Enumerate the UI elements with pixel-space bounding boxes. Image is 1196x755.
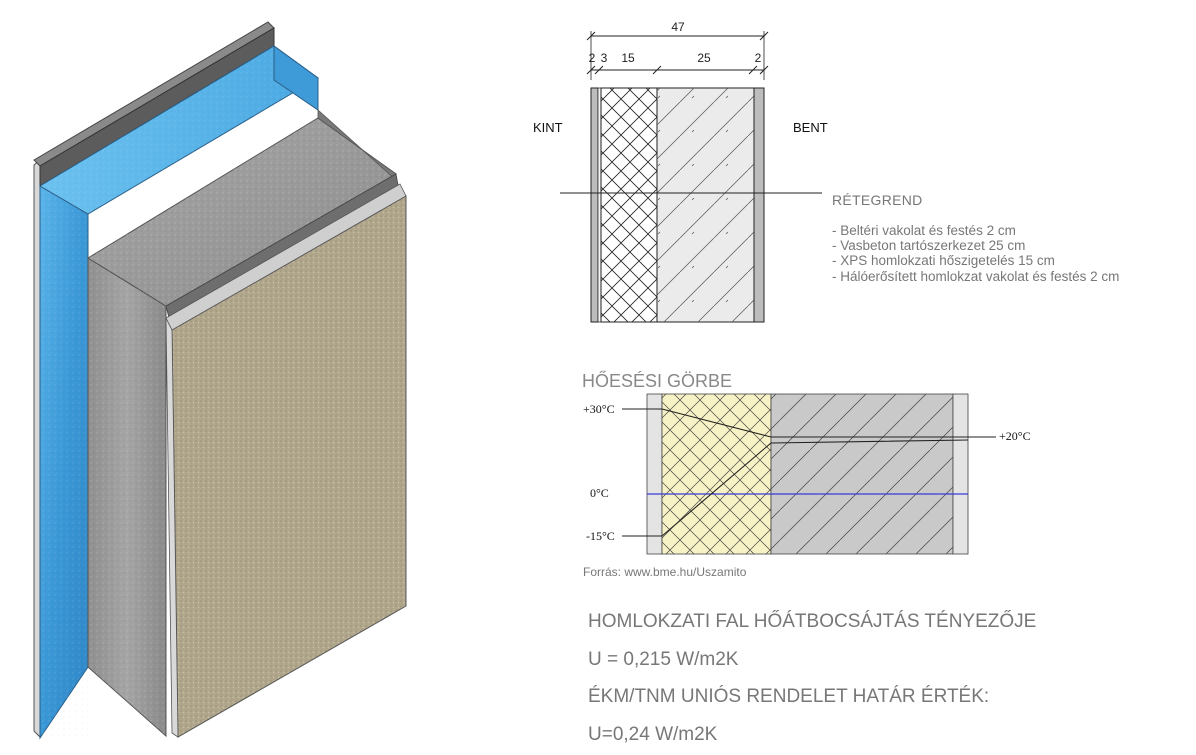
inside-label: BENT [793, 120, 828, 135]
curve-outer-render [646, 393, 663, 555]
temp-label-bottom: -15°C [586, 529, 615, 543]
layer-item: - Vasbeton tartószerkezet 25 cm [832, 238, 1025, 253]
dim-plaster-out: 2 [755, 51, 762, 65]
section-outer-render [590, 87, 599, 323]
u-value-heading: HOMLOKZATI FAL HŐÁTBOCSÁJTÁS TÉNYEZŐJE [588, 611, 1037, 632]
curve-inner-plaster [952, 393, 969, 555]
layer-item: - Hálóerősített homlokzat vakolat és fes… [832, 269, 1119, 284]
dim-concrete: 25 [697, 51, 711, 65]
dim-total: 47 [671, 20, 685, 34]
temp-label-top: +30°C [583, 402, 615, 416]
temp-line-upper [661, 408, 968, 438]
layer-item: - Beltéri vakolat és festés 2 cm [832, 223, 1016, 238]
temp-label-right: +20°C [999, 429, 1031, 443]
u-value: U = 0,215 W/m2K [588, 649, 739, 670]
interior-plaster-layer [33, 158, 41, 739]
source-note: Forrás: www.bme.hu/Uszamito [583, 565, 747, 579]
u-limit-heading: ÉKM/TNM UNIÓS RENDELET HATÁR ÉRTÉK: [588, 686, 990, 707]
dim-render: 3 [601, 51, 608, 65]
layer-list: RÉTEGREND - Beltéri vakolat és festés 2 … [832, 192, 1119, 284]
section-inner-plaster [753, 87, 765, 323]
temp-curve-title: HŐESÉSI GÖRBE [582, 370, 732, 391]
temperature-curve: HŐESÉSI GÖRBE +30°C 0°C -15°C +20°C Forr… [582, 370, 1031, 579]
dim-plaster-in: 2 [589, 51, 596, 65]
u-limit-value: U=0,24 W/m2K [588, 724, 718, 745]
outside-label: KINT [533, 120, 563, 135]
wall-section-drawing: 47 2 3 15 25 2 KINT BENT [533, 20, 828, 323]
dim-xps: 15 [621, 51, 635, 65]
temp-label-zero: 0°C [590, 486, 609, 500]
layer-item: - XPS homlokzati hőszigetelés 15 cm [832, 253, 1055, 268]
isometric-wall-model [33, 21, 407, 740]
layer-list-title: RÉTEGREND [832, 192, 923, 208]
temp-line-lower [661, 439, 969, 537]
